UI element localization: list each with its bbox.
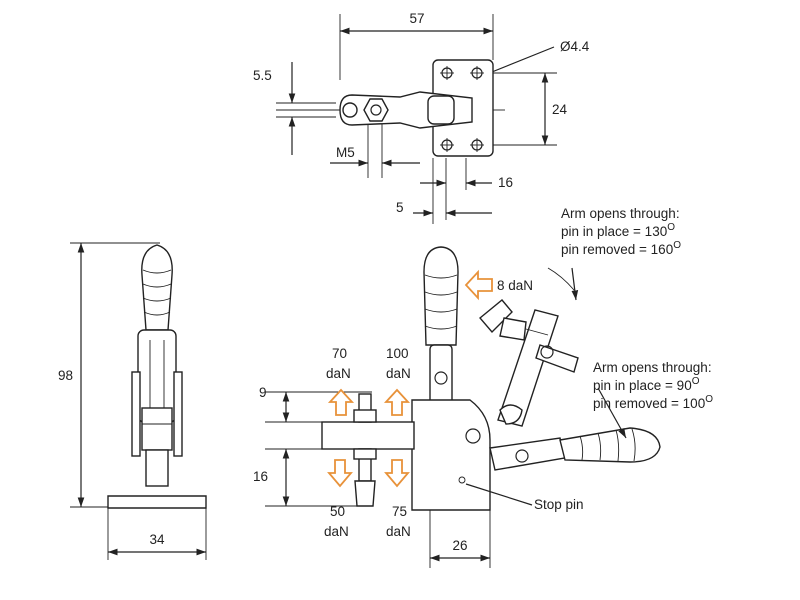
degree-mark: O [673,240,681,251]
hole-leader [481,46,555,77]
dim-98-label: 98 [58,368,73,383]
force-arrow-up-100 [383,388,411,416]
dim-hole-label: Ø4.4 [560,39,590,54]
ghost-spindle [535,344,579,373]
stop-pin-leader [465,483,533,506]
dim-24-label: 24 [552,102,568,117]
hex-nut-top [363,98,389,122]
force-arrow-down-75 [384,459,410,488]
force-50-unit: daN [324,524,349,539]
arm-note-lower: Arm opens through: pin in place = 90O pi… [593,360,713,411]
dim-5.5-label: 5.5 [253,68,272,83]
force-arrow-handle [464,269,493,301]
arc-arrow-lower [597,387,627,439]
open-arm-upper [497,309,559,427]
force-100-value: 100 [386,346,409,361]
dim-5-label: 5 [396,200,404,215]
degree-mark: O [692,376,700,387]
dim-34-label: 34 [149,532,165,547]
side-view: 9 16 26 Stop pin 8 daN 70 daN [253,246,661,568]
clamp-body [411,399,491,511]
side-plate-left [131,371,141,457]
mounting-holes [440,66,484,152]
force-70-value: 70 [332,346,347,361]
dim-57-label: 57 [409,11,424,26]
clamp-bar [321,421,415,450]
dim-16-side-label: 16 [253,469,268,484]
handle-grip-end [141,244,173,331]
force-100-unit: daN [386,366,411,381]
svg-text:pin removed = 160O: pin removed = 160O [561,240,681,257]
side-plate-right [173,371,183,457]
arm-note-upper-line3: pin removed = 160 [561,242,673,257]
dim-26-label: 26 [452,538,467,553]
spindle-nut-bottom [353,448,377,460]
force-70-unit: daN [326,366,351,381]
pillar-end [145,449,169,487]
spindle-nut-top [353,409,377,423]
ghost-grip [479,299,513,334]
arm-note-lower-line1: Arm opens through: [593,360,712,375]
dim-16-top-label: 16 [498,175,513,190]
end-view: 98 34 [58,242,207,560]
arm-note-upper-line2: pin in place = 130 [561,224,667,239]
arm-note-lower-line3: pin removed = 100 [593,396,705,411]
spindle-block-end [141,407,173,451]
arm-note-upper: Arm opens through: pin in place = 130O p… [561,206,681,257]
svg-text:pin in place = 130O: pin in place = 130O [561,222,675,239]
force-75-unit: daN [386,524,411,539]
svg-text:pin in place = 90O: pin in place = 90O [593,376,700,393]
base-end [107,495,207,509]
ghost-nut-upper [499,317,527,341]
handle-grip-side [423,246,459,346]
pivot-block [427,95,455,125]
force-arrow-down-50 [327,459,353,488]
arm-slot [342,102,358,118]
dim-9-label: 9 [259,385,267,400]
arm-hook [499,404,523,425]
stop-pin-dot [458,476,466,484]
arc-arrow-upper [571,267,579,301]
force-50-value: 50 [330,504,345,519]
swing-arc-upper [547,267,575,291]
arm-note-upper-line1: Arm opens through: [561,206,680,221]
spindle-tip [354,480,376,507]
dim-m5-label: M5 [336,145,355,160]
top-view: 57 Ø4.4 24 5.5 [253,11,590,224]
force-arrow-up-70 [327,388,355,416]
force-75-value: 75 [392,504,407,519]
degree-mark: O [667,222,675,233]
degree-mark: O [705,394,713,405]
arm-note-lower-line2: pin in place = 90 [593,378,692,393]
open-handle-grip [559,427,661,463]
svg-text:pin removed = 100O: pin removed = 100O [593,394,713,411]
stop-pin-label: Stop pin [534,497,584,512]
force-handle-label: 8 daN [497,278,533,293]
